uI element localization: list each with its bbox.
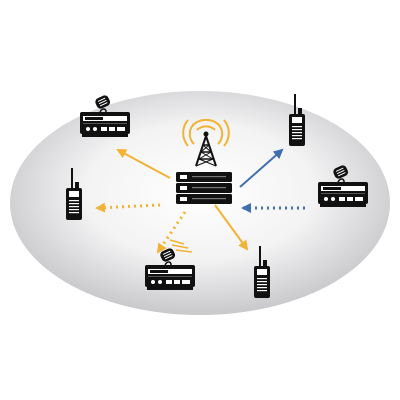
link-repeater-to-mobile-bottom [156,211,187,254]
links [95,148,305,254]
link-repeater-to-mobile-top-left [116,149,171,179]
handheld-radio-icon [289,94,305,146]
signal-waves-icon [169,239,193,253]
repeater-rack-icon [176,172,232,204]
link-repeater-to-handheld-left [95,202,161,213]
link-repeater-to-handheld-bottom-right [214,204,249,251]
mobile-radio-icon [79,93,131,138]
link-repeater-to-handheld-top-right [239,148,284,188]
radio-tower-icon [182,118,230,167]
